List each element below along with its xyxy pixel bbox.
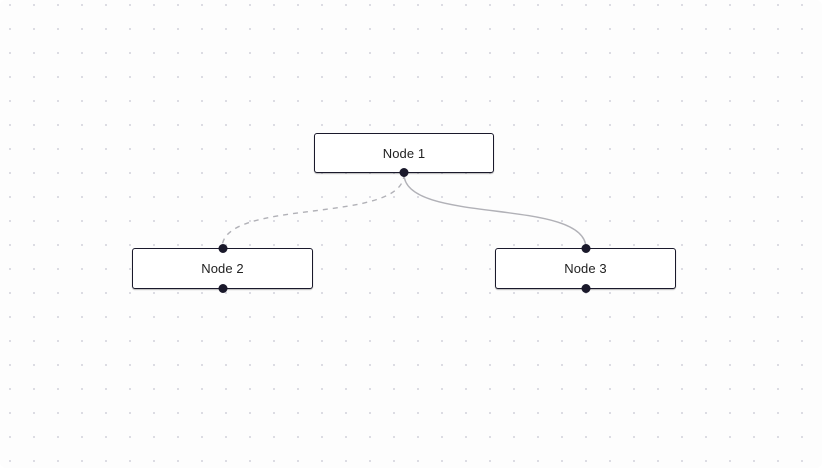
connection-handle-bottom[interactable] [399,168,409,177]
connection-handle-bottom[interactable] [218,284,227,293]
flow-node-label: Node 2 [201,261,244,276]
connection-handle-top[interactable] [218,244,227,253]
connection-handle-bottom[interactable] [581,284,590,293]
connection-handle-top[interactable] [581,244,590,253]
edge-node1-node2[interactable] [221,173,405,249]
flow-node-node-2[interactable]: Node 2 [132,244,313,293]
flow-node-label: Node 3 [564,261,607,276]
edge-node1-node3[interactable] [403,173,587,249]
flow-node-node-3[interactable]: Node 3 [495,244,676,293]
flow-node-node-1[interactable]: Node 1 [314,133,494,177]
flow-node-label: Node 1 [382,145,426,161]
